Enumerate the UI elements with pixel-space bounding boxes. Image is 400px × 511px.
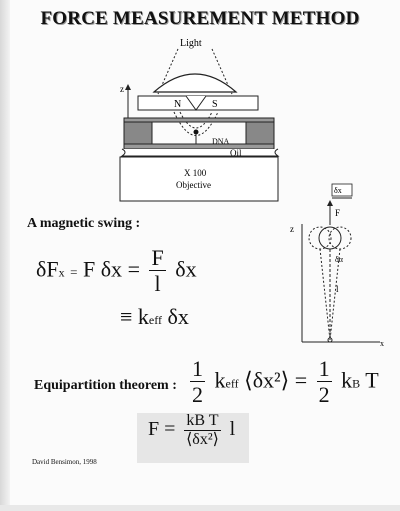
z-label-top: z (120, 84, 124, 94)
magnet-s-label: S (212, 99, 218, 110)
eq1-lhs: δF (36, 256, 59, 282)
equipartition-equation: 1 2 keff ⟨δx²⟩ = 1 2 kB T (186, 356, 379, 408)
eqp-mean: ⟨δx²⟩ (244, 367, 290, 393)
tether-right (329, 248, 341, 341)
result-equation: F = kB T ⟨δx²⟩ l (148, 412, 235, 449)
equipartition-label: Equipartition theorem : (34, 378, 177, 393)
eqp-kb: k (341, 367, 353, 393)
objective-line1: X 100 (184, 168, 207, 178)
dx-label: δx (334, 186, 342, 195)
anchor-point (327, 337, 333, 343)
objective (119, 156, 279, 202)
flow-cell-bottom (123, 143, 275, 150)
result-denominator: ⟨δx²⟩ (186, 430, 219, 448)
eq1-equals-2: = (127, 256, 140, 282)
result-equals: = (164, 418, 176, 441)
eq2-k-sub: eff (148, 313, 163, 327)
condenser-lens (152, 73, 238, 93)
apparatus-diagram: Light z N S DNA Oil X 100 Objective (119, 38, 280, 202)
eq2-equiv: ≡ (120, 304, 133, 329)
eq1-numerator: F (149, 245, 166, 272)
pendulum-diagram: δx F z x δα l (290, 183, 384, 348)
oil-label: Oil (230, 148, 242, 158)
swing-equation-1: δFx = F δx = F l δx (36, 245, 197, 297)
light-label: Light (180, 38, 202, 49)
eq1-fraction: F l (149, 245, 166, 297)
pendulum-x-label: x (380, 339, 384, 348)
oil-layer (120, 148, 280, 157)
eq1-lhs-sub: x (58, 265, 65, 280)
length-label: l (336, 284, 339, 294)
eqp-k-sub: eff (225, 376, 239, 391)
magnet-gap (185, 95, 207, 111)
eqp-k: k (214, 367, 226, 393)
bead-left (308, 226, 332, 250)
result-fraction: kB T ⟨δx²⟩ (184, 412, 221, 449)
eqp-half-left: 1 2 (190, 356, 205, 408)
flow-cell-top (123, 117, 275, 123)
flow-cell-right-wall (245, 121, 275, 145)
eq1-mid: F δx (82, 256, 123, 282)
flow-cell-left-wall (123, 121, 153, 145)
dna-label: DNA (212, 137, 230, 146)
swing-heading: A magnetic swing : (27, 216, 141, 231)
eqp-half-right: 1 2 (316, 356, 332, 408)
force-label: F (335, 208, 340, 218)
eq1-equals: = (70, 264, 78, 280)
objective-line2: Objective (176, 180, 211, 190)
dtheta-label: δα (335, 255, 344, 264)
scan-bottom (0, 505, 400, 511)
bead (193, 129, 199, 135)
eq2-rhs: δx (167, 304, 189, 329)
eqp-kb-sub: B (352, 376, 361, 391)
dx-box (331, 183, 353, 197)
bead-right (328, 226, 352, 250)
eq1-denominator: l (154, 271, 161, 297)
result-numerator: kB T (184, 412, 221, 431)
eqp-T: T (365, 367, 379, 393)
result-l: l (229, 418, 236, 441)
scan-edge (0, 0, 10, 511)
bead-center (318, 226, 342, 250)
eqp-equals: = (294, 367, 308, 393)
credit: David Bensimon, 1998 (32, 458, 97, 466)
eq1-rhs: δx (175, 256, 197, 282)
eq2-k: k (137, 304, 149, 329)
magnet-n-label: N (174, 99, 181, 110)
tether-left (319, 248, 331, 341)
result-F: F (148, 418, 160, 441)
result-highlight (137, 413, 249, 463)
swing-equation-2: ≡ keff δx (120, 304, 189, 330)
slide-title: FORCE MEASUREMENT METHOD (40, 8, 360, 29)
pendulum-z-label: z (290, 224, 294, 234)
